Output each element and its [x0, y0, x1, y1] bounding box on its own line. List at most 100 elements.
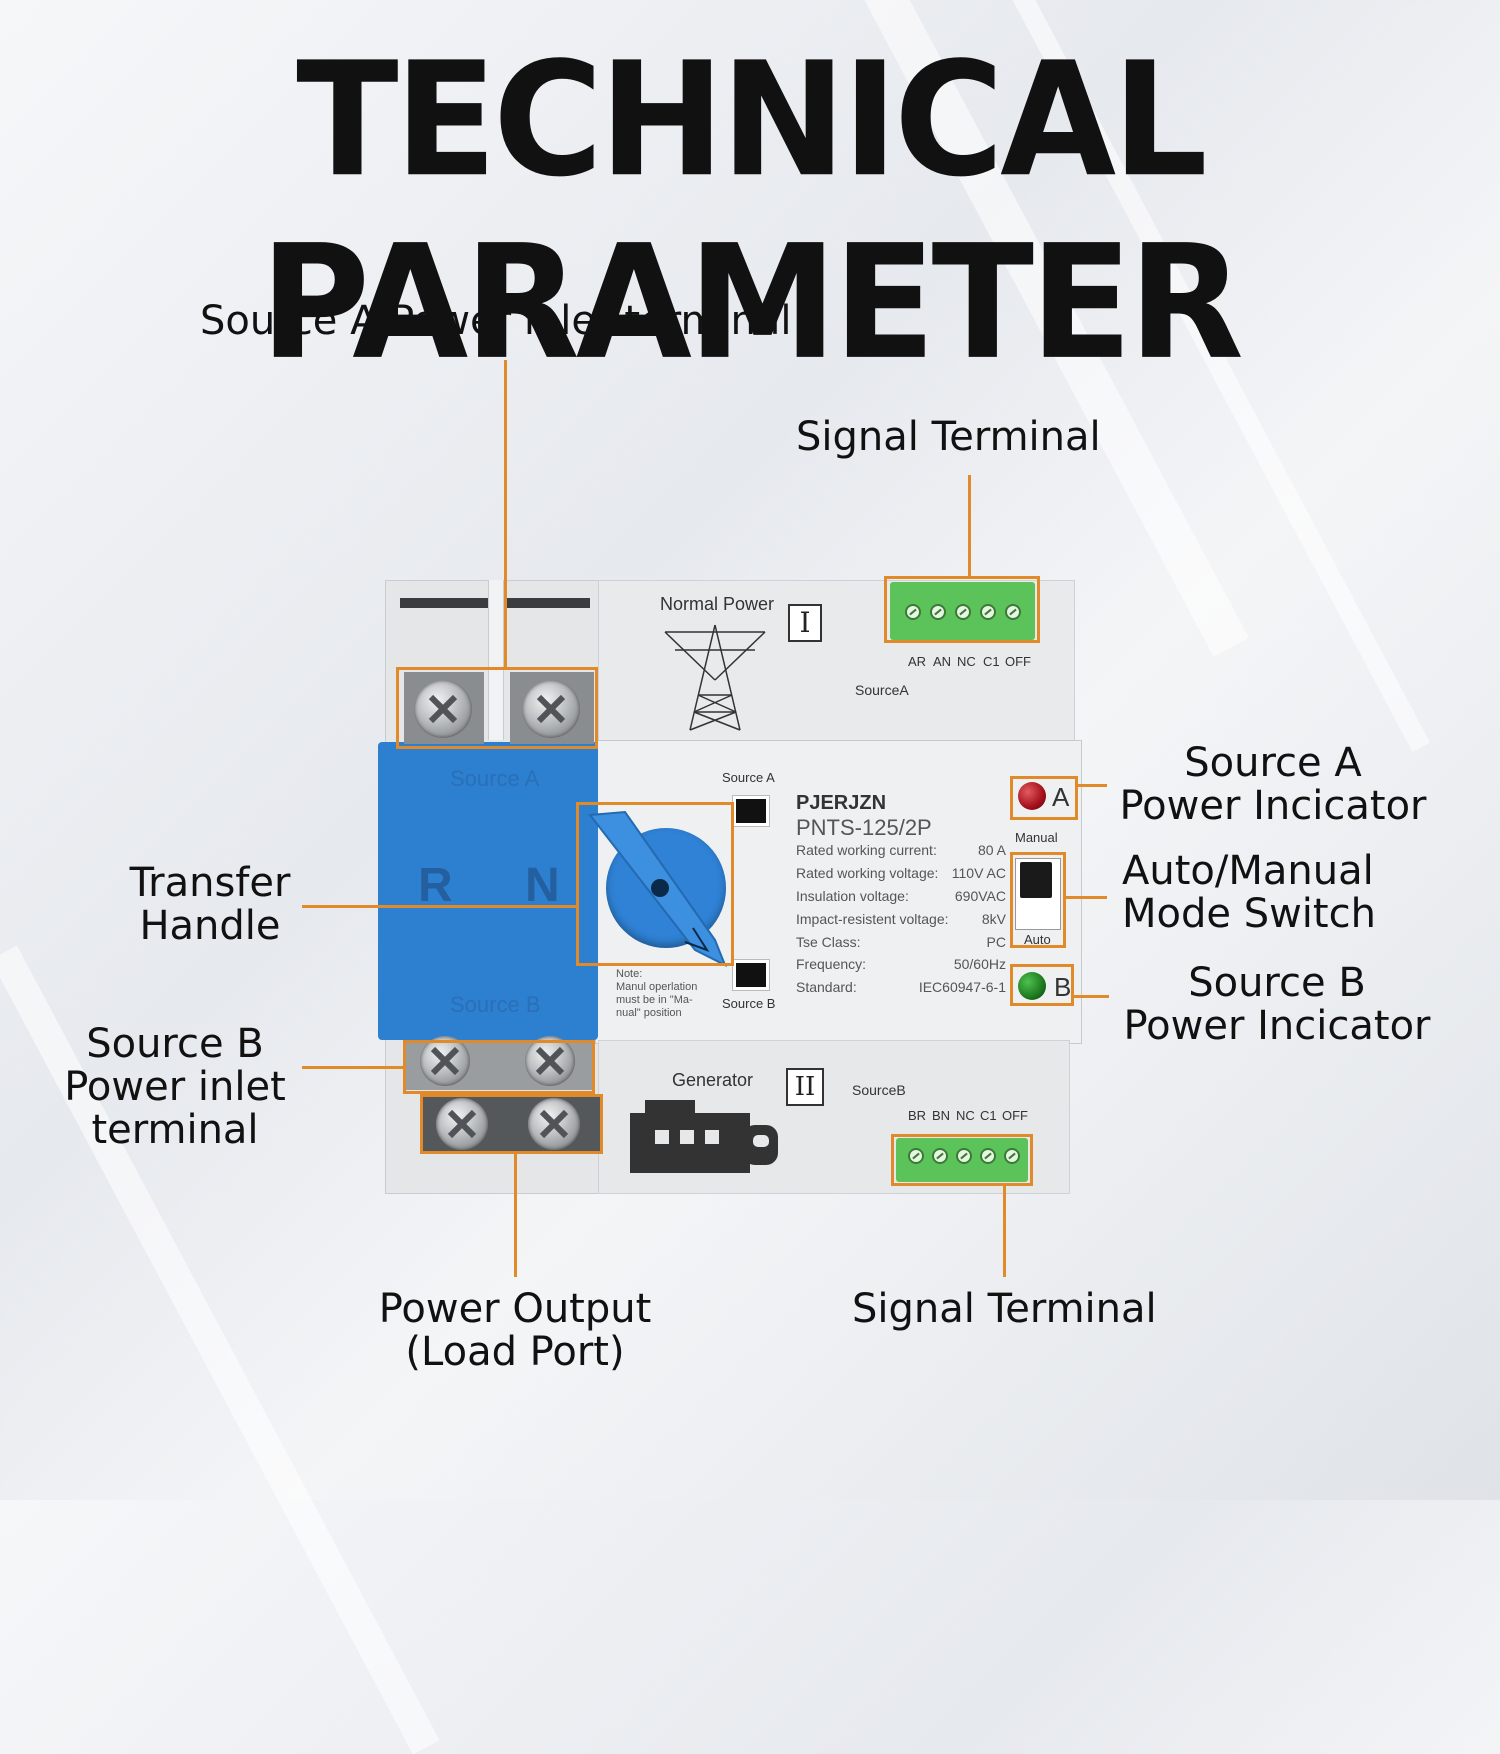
highlight-signal-terminal-bottom: [891, 1134, 1033, 1186]
terminal-label-b4: OFF: [1002, 1108, 1028, 1123]
highlight-signal-terminal-top: [884, 576, 1040, 643]
leader-source-a-inlet: [504, 360, 507, 668]
callout-source-b-inlet: Source B Power inlet terminal: [50, 1023, 300, 1152]
leader-transfer-handle: [302, 905, 576, 908]
callout-line: Mode Switch: [1122, 891, 1376, 937]
manual-label: Manual: [1015, 830, 1058, 845]
highlight-source-a-inlet: [396, 667, 598, 749]
terminal-label-b0: BR: [908, 1108, 927, 1123]
normal-power-label: Normal Power: [660, 594, 775, 614]
spec-row: Tse Class: PC: [796, 934, 1006, 950]
screw-icon[interactable]: [525, 1036, 575, 1086]
callout-line: Power inlet: [64, 1064, 286, 1110]
cover-source-a: Source A: [450, 766, 540, 791]
generator-icon: [630, 1100, 778, 1173]
terminal-label-b3: C1: [980, 1108, 997, 1123]
terminal-screw-icon[interactable]: [980, 1148, 996, 1164]
terminal-screw-icon[interactable]: [930, 604, 946, 620]
note-line: nual" position: [616, 1007, 682, 1019]
callout-line: Auto/Manual: [1122, 848, 1374, 894]
callout-source-b-indicator: Source B Power Incicator: [1122, 962, 1432, 1048]
window-a: [732, 795, 770, 827]
leader-signal-terminal-bottom: [1003, 1185, 1006, 1277]
terminal-label-a4: OFF: [1005, 654, 1031, 669]
spec-label: Standard:: [796, 979, 857, 995]
note-line: must be in "Ma-: [616, 994, 693, 1006]
spec-label: Tse Class:: [796, 934, 861, 950]
blue-cover: [378, 742, 598, 1040]
callout-transfer-handle: Transfer Handle: [120, 862, 300, 948]
callout-line: Source A: [1184, 740, 1362, 786]
spec-row: Insulation voltage: 690VAC: [796, 888, 1006, 904]
leader-source-a-indicator: [1077, 784, 1107, 787]
note-line: Note:: [616, 968, 643, 980]
highlight-transfer-handle: [576, 802, 734, 966]
terminal-label-b2: NC: [956, 1108, 975, 1123]
source-b-label: SourceB: [852, 1082, 906, 1098]
terminal-label-a0: AR: [908, 654, 927, 669]
spec-label: Rated working current:: [796, 842, 937, 858]
terminal-screw-icon[interactable]: [908, 1148, 924, 1164]
callout-power-output: Power Output (Load Port): [365, 1288, 665, 1374]
terminal-screw-icon[interactable]: [1004, 1148, 1020, 1164]
source-a-label: SourceA: [855, 682, 909, 698]
mode-switch-toggle[interactable]: [1020, 862, 1052, 898]
leader-power-output: [514, 1153, 517, 1277]
terminal-screw-icon[interactable]: [1005, 604, 1021, 620]
highlight-mode-switch: [1010, 852, 1066, 948]
callout-signal-terminal-bottom: Signal Terminal: [852, 1286, 1157, 1332]
indicator-b-letter: B: [1054, 972, 1072, 1002]
note-line: Manul operlation: [616, 981, 698, 993]
phase-n: N: [525, 859, 560, 912]
screw-icon[interactable]: [436, 1098, 488, 1150]
spec-table: Rated working current: 80 A Rated working…: [796, 842, 1006, 1002]
spec-row: Rated working voltage: 110V AC: [796, 865, 1006, 881]
indicator-a-letter: A: [1052, 782, 1070, 812]
spec-value: 80 A: [977, 842, 1006, 858]
callout-line: Source B: [86, 1021, 264, 1067]
terminal-screw-icon[interactable]: [932, 1148, 948, 1164]
spec-value: 110V AC: [951, 865, 1006, 881]
screw-icon[interactable]: [420, 1036, 470, 1086]
highlight-source-b-indicator: [1010, 964, 1074, 1006]
spec-row: Impact-resistent voltage:8kV: [796, 911, 1006, 927]
callout-line: Power Incicator: [1119, 783, 1427, 829]
callout-mode-switch: Auto/Manual Mode Switch: [1122, 850, 1376, 936]
terminal-screw-icon[interactable]: [905, 604, 921, 620]
callout-line: Power Output: [378, 1286, 652, 1332]
source-a-led-icon: [1018, 782, 1046, 810]
spec-value: IEC60947-6-1: [918, 979, 1006, 995]
highlight-source-b-inlet: [403, 1040, 595, 1094]
spec-label: Rated working voltage:: [796, 865, 939, 881]
screw-icon[interactable]: [414, 680, 472, 738]
screw-icon[interactable]: [528, 1098, 580, 1150]
callout-source-a-indicator: Source A Power Incicator: [1118, 742, 1428, 828]
spec-row: Frequency:50/60Hz: [796, 956, 1006, 972]
spec-value: PC: [986, 934, 1006, 950]
terminal-screw-icon[interactable]: [955, 604, 971, 620]
screw-icon[interactable]: [522, 680, 580, 738]
terminal-label-a3: C1: [983, 654, 1000, 669]
terminal-screw-icon[interactable]: [980, 604, 996, 620]
cover-source-b: Source B: [450, 992, 541, 1017]
brand-name: PJERJZN: [796, 792, 887, 814]
leader-source-b-indicator: [1073, 995, 1109, 998]
callout-line: Handle: [139, 903, 281, 949]
switch-source-a: Source A: [722, 770, 775, 785]
callout-signal-terminal-top: Signal Terminal: [796, 414, 1101, 460]
note: Note: Manul operlation must be in "Ma- n…: [616, 968, 697, 1020]
callout-line: terminal: [91, 1107, 259, 1153]
callout-line: Transfer: [129, 860, 291, 906]
terminal-label-b1: BN: [932, 1108, 951, 1123]
spec-value: 8kV: [981, 911, 1006, 927]
window-b: [732, 959, 770, 991]
transfer-handle-icon[interactable]: [585, 810, 745, 970]
power-tower-icon: [664, 624, 766, 731]
leader-mode-switch: [1065, 896, 1107, 899]
spec-label: Frequency:: [796, 956, 867, 972]
highlight-source-a-indicator: [1010, 776, 1078, 820]
roman-one: I: [788, 604, 822, 642]
terminal-screw-icon[interactable]: [956, 1148, 972, 1164]
spec-label: Insulation voltage:: [796, 888, 909, 904]
spec-value: 690VAC: [954, 888, 1006, 904]
